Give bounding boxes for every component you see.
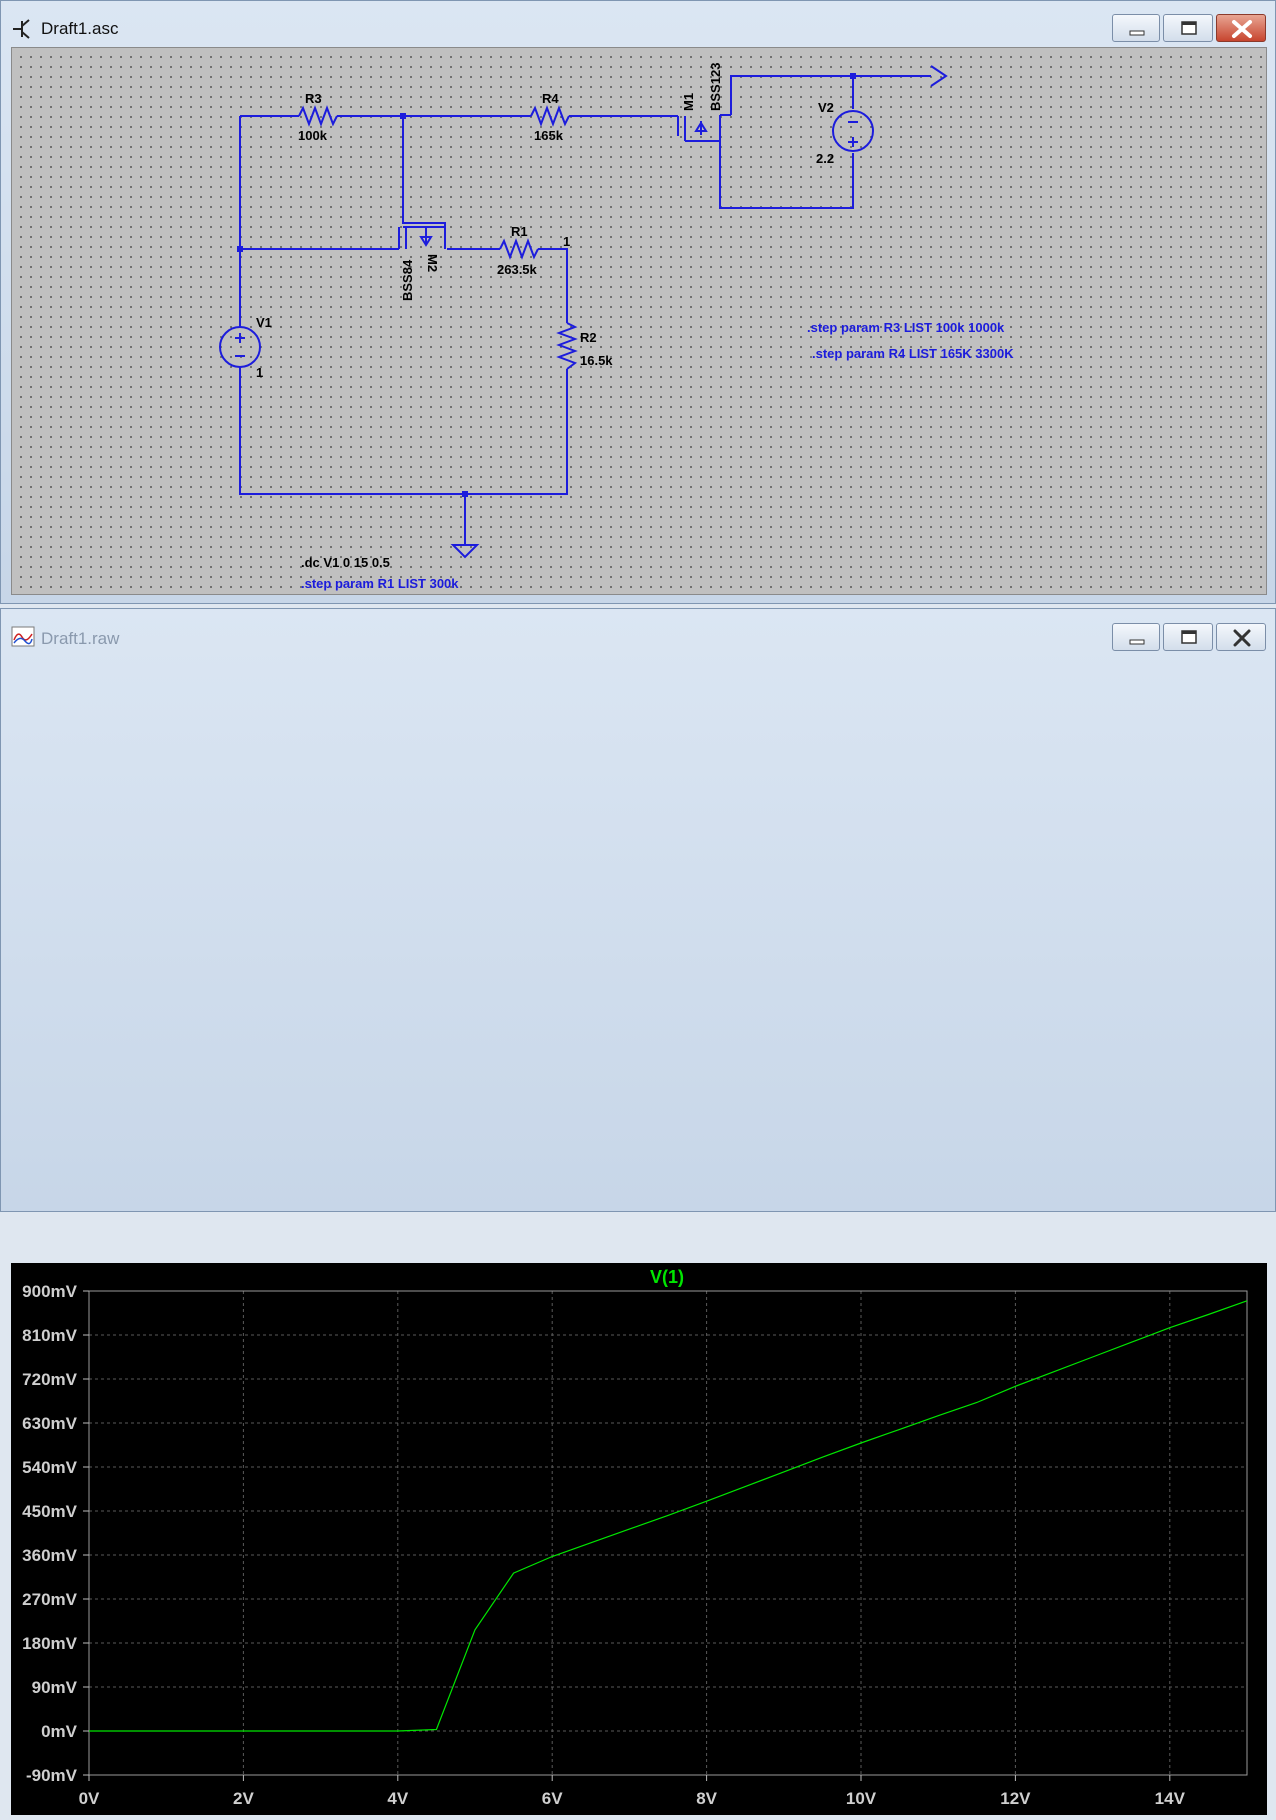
v1-symbol	[219, 326, 261, 368]
r3-name-label: R3	[305, 91, 322, 106]
x-tick-label: 10V	[846, 1789, 877, 1808]
dc-directive[interactable]: .dc V1 0 15 0.5	[301, 555, 390, 570]
r4-symbol	[530, 105, 570, 127]
schematic-minimize-button[interactable]	[1112, 14, 1160, 42]
v2-symbol	[832, 110, 874, 152]
y-tick-label: 90mV	[32, 1678, 78, 1697]
net-1-label: 1	[563, 234, 570, 249]
step-r4-directive[interactable]: .step param R4 LIST 165K 3300K	[812, 346, 1014, 361]
v2-name-label: V2	[818, 100, 834, 115]
r2-name-label: R2	[580, 330, 597, 345]
m1-name-label: M1	[681, 93, 696, 111]
trace-v1-line[interactable]	[89, 1300, 1248, 1732]
r1-name-label: R1	[511, 224, 528, 239]
ground-symbol	[450, 544, 480, 559]
waveform-maximize-button[interactable]	[1163, 623, 1213, 651]
y-tick-label: 180mV	[22, 1634, 77, 1653]
v1-sweep-plot[interactable]: 900mV 810mV 720mV 630mV 540mV 450mV 360mV 270mV…	[11, 1263, 1267, 1815]
y-tick-label: 270mV	[22, 1590, 77, 1609]
v1-name-label: V1	[256, 315, 272, 330]
waveform-app-icon	[11, 626, 35, 647]
x-tick-label: 6V	[542, 1789, 563, 1808]
m1-symbol	[677, 114, 731, 142]
r3-symbol	[298, 105, 338, 127]
m2-name-label: M2	[425, 254, 440, 272]
schematic-window-title: Draft1.asc	[41, 19, 119, 38]
x-tick-label: 4V	[387, 1789, 408, 1808]
waveform-plot-area[interactable]: 900mV 810mV 720mV 630mV 540mV 450mV 360mV 270mV…	[11, 1263, 1267, 1815]
y-tick-label: 810mV	[22, 1326, 77, 1345]
y-tick-label: 450mV	[22, 1502, 77, 1521]
schematic-window: Draft1.asc	[0, 0, 1276, 604]
y-tick-label: 360mV	[22, 1546, 77, 1565]
m2-model-label: BSS84	[400, 259, 415, 301]
schematic-maximize-button[interactable]	[1163, 14, 1213, 42]
x-tick-label: 8V	[696, 1789, 717, 1808]
schematic-canvas[interactable]: R3 100k R4 165k R1 263.5k 1 R2 16.5k V1 …	[11, 47, 1267, 595]
m2-symbol	[398, 226, 446, 249]
plot-frame	[88, 1290, 1248, 1776]
m1-model-label: BSS123	[708, 63, 723, 111]
r1-value-label: 263.5k	[497, 262, 538, 277]
r2-symbol	[556, 322, 578, 370]
waveform-window-title: Draft1.raw	[41, 629, 120, 648]
r4-value-label: 165k	[534, 128, 564, 143]
schematic-titlebar[interactable]: Draft1.asc	[1, 1, 1275, 45]
step-r3-directive[interactable]: .step param R3 LIST 100k 1000k	[807, 320, 1005, 335]
y-tick-label: 900mV	[22, 1282, 77, 1301]
r4-name-label: R4	[542, 91, 559, 106]
waveform-close-button[interactable]	[1216, 623, 1266, 651]
x-tick-label: 12V	[1000, 1789, 1031, 1808]
v2-value-label: 2.2	[816, 151, 834, 166]
x-tick-label: 0V	[79, 1789, 100, 1808]
y-tick-label: 0mV	[41, 1722, 78, 1741]
x-tick-label: 2V	[233, 1789, 254, 1808]
schematic-app-icon	[13, 19, 30, 39]
waveform-titlebar[interactable]: Draft1.raw	[1, 609, 1275, 653]
schematic-close-button[interactable]	[1216, 14, 1266, 42]
y-tick-label: 720mV	[22, 1370, 77, 1389]
v1-value-label: 1	[256, 365, 263, 380]
x-tick-label: 14V	[1155, 1789, 1186, 1808]
waveform-minimize-button[interactable]	[1112, 623, 1160, 651]
r3-value-label: 100k	[298, 128, 328, 143]
y-tick-label: 630mV	[22, 1414, 77, 1433]
waveform-window: Draft1.raw 900mV 810mV 720mV 630mV 540mV 450m…	[0, 608, 1276, 1815]
r1-symbol	[499, 238, 539, 260]
y-tick-label: -90mV	[26, 1766, 78, 1785]
trace-legend-label[interactable]: V(1)	[650, 1267, 684, 1287]
r2-value-label: 16.5k	[580, 353, 613, 368]
step-r1-directive[interactable]: .step param R1 LIST 300k	[301, 576, 459, 591]
y-tick-label: 540mV	[22, 1458, 77, 1477]
